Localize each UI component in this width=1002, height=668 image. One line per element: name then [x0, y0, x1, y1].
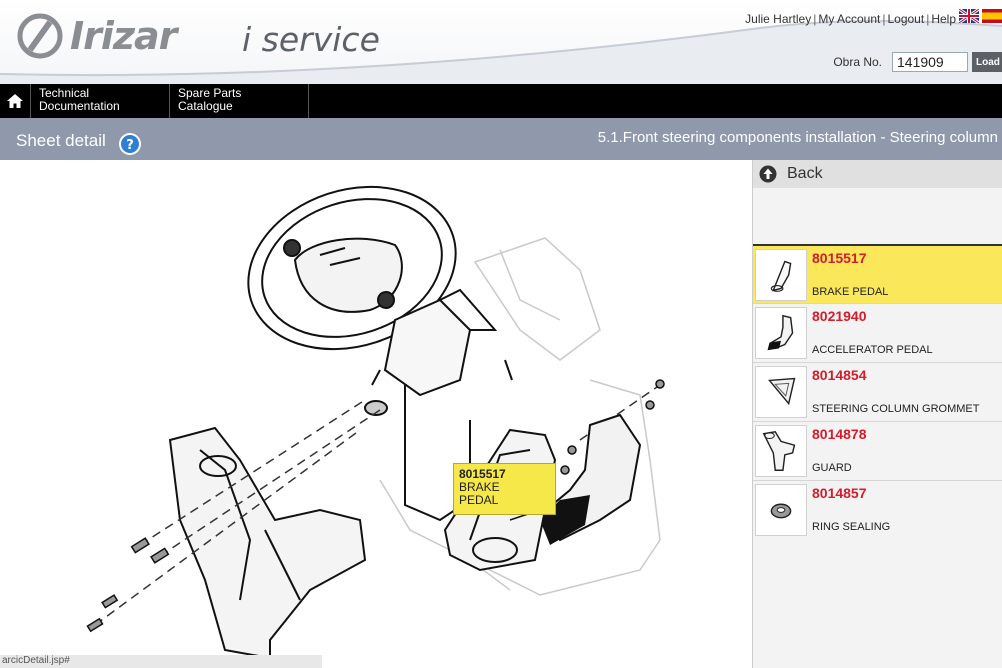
back-label: Back — [787, 165, 823, 182]
header-swoosh — [0, 19, 1002, 84]
part-list-item[interactable]: 8014857 RING SEALING — [753, 480, 1002, 539]
back-arrow-icon — [759, 165, 777, 183]
sheet-titlebar: Sheet detail ? 5.1.Front steering compon… — [0, 118, 1002, 160]
part-callout[interactable]: 8015517 BRAKE PEDAL — [453, 463, 556, 515]
parts-list: 8015517 BRAKE PEDAL 8021940 ACCELERATOR … — [753, 244, 1002, 539]
steering-column-grommet-thumbnail — [755, 366, 807, 418]
part-code: 8014857 — [812, 485, 867, 501]
nav-spare-parts-catalogue[interactable]: Spare Parts Catalogue — [170, 84, 309, 118]
part-list-item[interactable]: 8021940 ACCELERATOR PEDAL — [753, 303, 1002, 362]
frame-structure — [379, 237, 661, 596]
part-code: 8014854 — [812, 367, 867, 383]
browser-status-bar: arcicDetail.jsp# — [0, 655, 322, 668]
obra-label: Obra No. — [833, 55, 882, 69]
part-list-item[interactable]: 8014878 GUARD — [753, 421, 1002, 480]
part-description: BRAKE PEDAL — [812, 286, 889, 298]
part-code: 8014878 — [812, 426, 867, 442]
nav-item-line2: Documentation — [39, 99, 120, 113]
header: Irizar i service Julie Hartley|My Accoun… — [0, 0, 1002, 84]
user-name: Julie Hartley — [745, 12, 812, 26]
help-icon[interactable]: ? — [118, 132, 142, 156]
ring-sealing-thumbnail — [755, 484, 807, 536]
callout-line2: PEDAL — [459, 493, 499, 507]
exploded-view-drawing — [86, 185, 665, 660]
parts-drawing-area[interactable]: 8015517 BRAKE PEDAL — [0, 160, 752, 668]
home-icon — [7, 94, 23, 108]
app-name: i service — [242, 20, 380, 59]
nav-item-line1: Spare Parts — [178, 86, 242, 100]
svg-text:?: ? — [126, 138, 134, 153]
guard-thumbnail — [755, 425, 807, 477]
part-code: 8021940 — [812, 308, 867, 324]
part-list-item[interactable]: 8015517 BRAKE PEDAL — [753, 244, 1002, 303]
part-list-item[interactable]: 8014854 STEERING COLUMN GROMMET — [753, 362, 1002, 421]
help-link[interactable]: Help — [931, 12, 956, 26]
bolts — [86, 379, 665, 633]
uk-flag-icon[interactable] — [959, 9, 979, 23]
part-description: RING SEALING — [812, 521, 891, 533]
nav-item-line1: Technical — [39, 86, 90, 100]
part-code: 8015517 — [812, 250, 867, 266]
load-button[interactable]: Load — [972, 52, 1002, 72]
obra-number-input[interactable] — [892, 52, 968, 72]
accelerator-pedal-thumbnail — [755, 307, 807, 359]
my-account-link[interactable]: My Account — [818, 12, 881, 26]
part-description: GUARD — [812, 462, 852, 474]
guard-part — [168, 426, 367, 660]
nav-item-line2: Catalogue — [178, 99, 233, 113]
obra-form: Obra No. Load — [833, 52, 1002, 72]
brand-logo: Irizar — [16, 10, 177, 62]
part-description: STEERING COLUMN GROMMET — [812, 403, 980, 415]
parts-side-panel: Back 8015517 BRAKE PEDAL 802 — [752, 160, 1002, 668]
nav-technical-documentation[interactable]: Technical Documentation — [31, 84, 170, 118]
irizar-logo-icon — [17, 13, 63, 59]
ring-sealing-part — [364, 400, 388, 416]
callout-code: 8015517 — [459, 467, 506, 481]
main-navbar: Technical Documentation Spare Parts Cata… — [0, 84, 1002, 118]
brake-pedal-thumbnail — [755, 249, 807, 301]
logout-link[interactable]: Logout — [887, 12, 925, 26]
spain-flag-icon[interactable] — [982, 9, 1002, 23]
user-links: Julie Hartley|My Account|Logout|Help — [745, 12, 956, 26]
callout-line1: BRAKE — [459, 480, 500, 494]
sheet-path-title: 5.1.Front steering components installati… — [597, 129, 998, 146]
brand-name: Irizar — [70, 14, 177, 58]
part-description: ACCELERATOR PEDAL — [812, 344, 933, 356]
steering-wheel — [247, 185, 457, 351]
back-button[interactable]: Back — [753, 160, 1002, 188]
page-title: Sheet detail — [16, 131, 106, 150]
language-flags — [959, 9, 1002, 23]
home-button[interactable] — [0, 84, 31, 118]
